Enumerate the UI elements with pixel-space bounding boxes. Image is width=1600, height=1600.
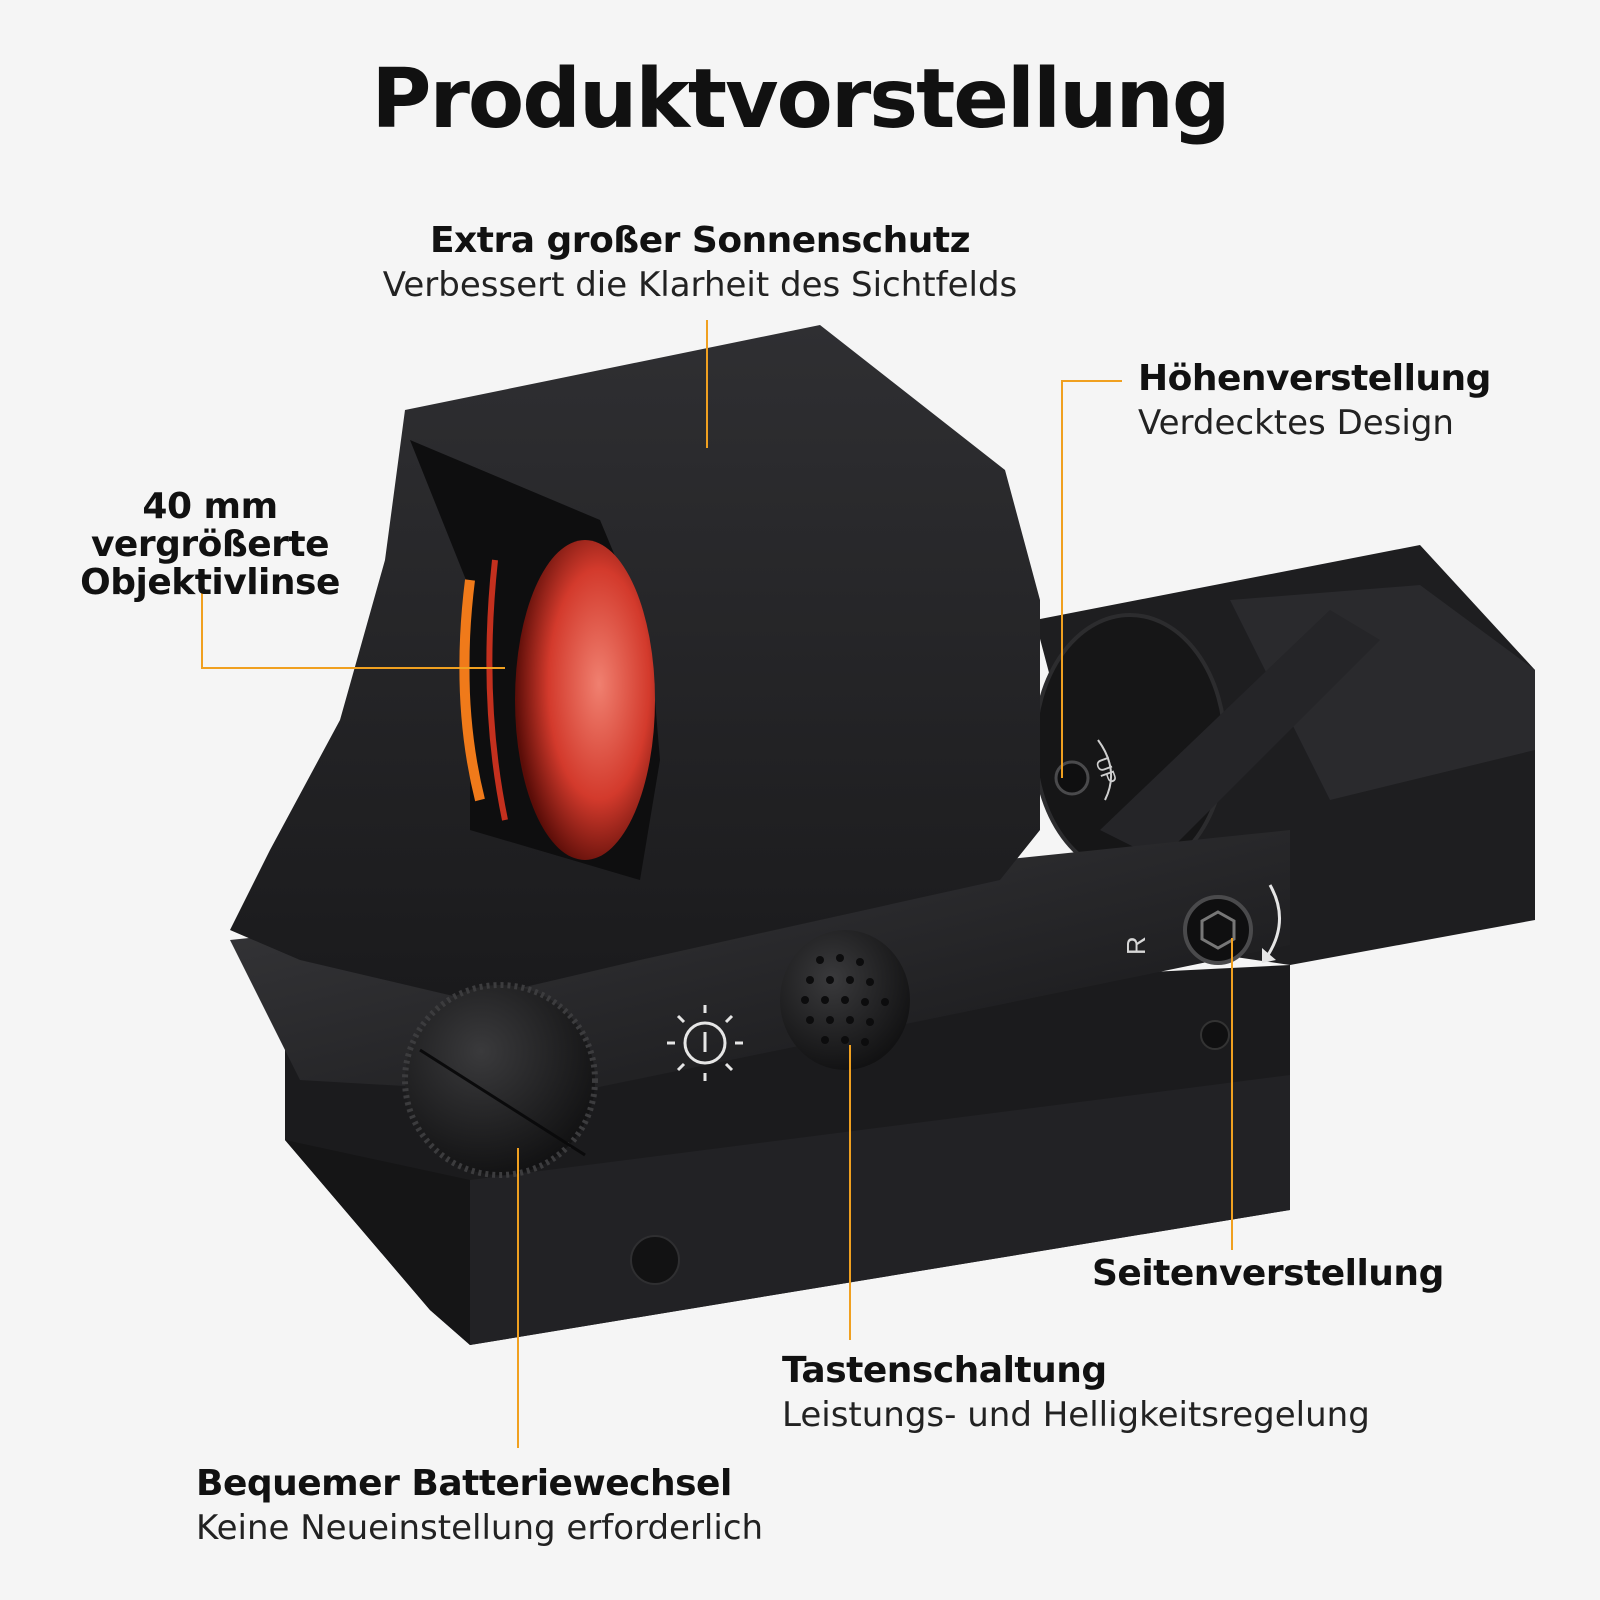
label-battery: Bequemer Batteriewechsel Keine Neueinste…: [196, 1463, 763, 1548]
hex-screw-icon: [1183, 895, 1253, 965]
mount-screw: [630, 1235, 680, 1285]
label-button: Tastenschaltung Leistungs- und Helligkei…: [782, 1350, 1370, 1435]
page-title: Produktvorstellung: [371, 52, 1230, 147]
leader-elevation: [1061, 380, 1122, 778]
sunshade-hood: [230, 325, 1040, 1000]
battery-heading: Bequemer Batteriewechsel: [196, 1463, 732, 1504]
leader-objective: [201, 576, 505, 669]
objective-heading: 40 mm vergrößerte Objektivlinse: [80, 486, 340, 603]
objective-lens: [515, 540, 655, 860]
brightness-icon: [667, 1005, 743, 1081]
elevation-heading: Höhenverstellung: [1138, 358, 1491, 399]
battery-cap: [402, 982, 598, 1178]
sunshade-subtext: Verbessert die Klarheit des Sichtfelds: [382, 265, 1018, 305]
leader-lines: [201, 320, 1233, 1448]
label-windage: Seitenverstellung: [1092, 1253, 1444, 1294]
elevation-subtext: Verdecktes Design: [1138, 403, 1454, 443]
mount-small-screw: [1200, 1020, 1230, 1050]
windage-letter: R: [1121, 936, 1151, 955]
button-subtext: Leistungs- und Helligkeitsregelung: [782, 1395, 1370, 1435]
power-button: [780, 930, 910, 1070]
label-objective: 40 mm vergrößerte Objektivlinse: [30, 488, 390, 602]
label-elevation: Höhenverstellung Verdecktes Design: [1138, 358, 1491, 443]
elevation-screw: [1054, 739, 1113, 801]
battery-subtext: Keine Neueinstellung erforderlich: [196, 1508, 764, 1548]
button-heading: Tastenschaltung: [782, 1350, 1107, 1391]
windage-heading: Seitenverstellung: [1092, 1253, 1444, 1294]
sunshade-heading: Extra großer Sonnenschutz: [429, 220, 971, 261]
label-sunshade: Extra großer Sonnenschutz Verbessert die…: [360, 220, 1040, 305]
rotate-arrow-icon: [1266, 884, 1281, 956]
